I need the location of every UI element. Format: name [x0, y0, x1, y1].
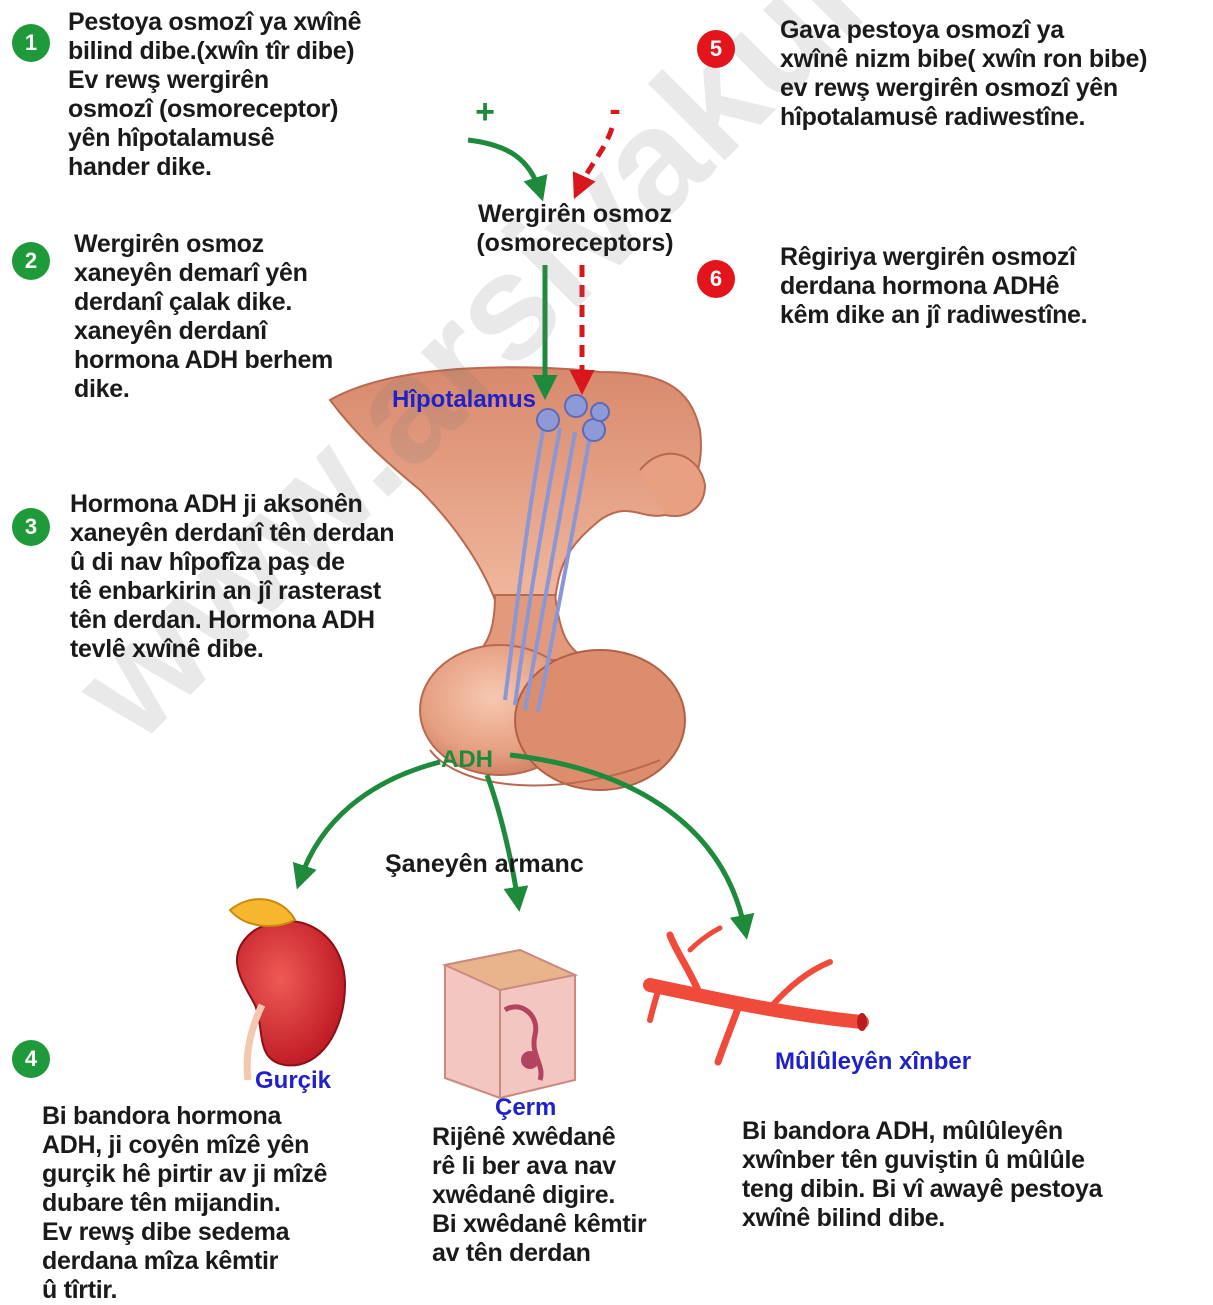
target-cells-label: Şaneyên armanc [385, 850, 584, 879]
plus-sign: + [470, 98, 500, 127]
step-1-badge: 1 [12, 24, 50, 62]
step-5-text: Gava pestoya osmozî ya xwînê nizm bibe( … [780, 16, 1205, 132]
stimulus-arrow [468, 140, 540, 192]
step-4-text: Bi bandora hormona ADH, ji coyên mîzê yê… [42, 1102, 402, 1305]
inhibition-arrow [578, 128, 612, 190]
minus-sign: - [600, 96, 630, 125]
arrow-to-skin [487, 775, 518, 902]
step-3-badge: 3 [12, 508, 50, 546]
skin-illustration [445, 950, 575, 1098]
vessel-caption: Bi bandora ADH, mûlûleyên xwînber tên gu… [742, 1117, 1182, 1233]
skin-caption: Rijênê xwêdanê rê li ber ava nav xwêdanê… [432, 1123, 702, 1268]
blood-vessel-label: Mûlûleyên xînber [775, 1047, 971, 1076]
blood-vessel-illustration [650, 928, 866, 1062]
skin-label: Çerm [495, 1093, 556, 1122]
step-2-badge: 2 [12, 242, 50, 280]
kidney-illustration [230, 899, 345, 1080]
step-1-text: Pestoya osmozî ya xwînê bilind dibe.(xwî… [68, 8, 448, 182]
kidney-label: Gurçik [255, 1066, 331, 1095]
osmoreceptor-label: Wergirên osmoz (osmoreceptors) [450, 200, 700, 258]
step-6-badge: 6 [697, 260, 735, 298]
adh-label: ADH [441, 745, 493, 774]
step-2-text: Wergirên osmoz xaneyên demarî yên derdan… [74, 230, 414, 404]
step-6-text: Rêgiriya wergirên osmozî derdana hormona… [780, 243, 1180, 330]
hypothalamus-label: Hîpotalamus [392, 385, 536, 414]
step-3-text: Hormona ADH ji aksonên xaneyên derdanî t… [70, 490, 460, 664]
step-5-badge: 5 [697, 30, 735, 68]
step-4-badge: 4 [12, 1040, 50, 1078]
